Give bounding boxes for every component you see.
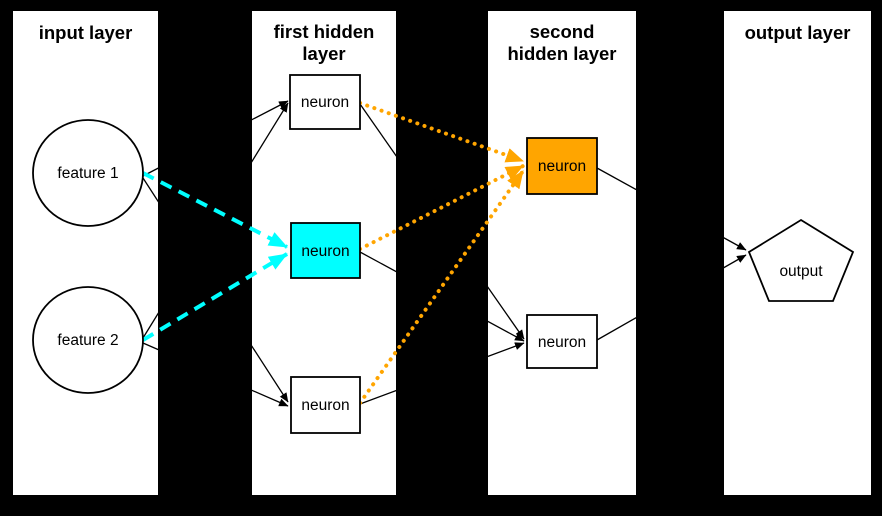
node-hidden1-middle-label: neuron: [301, 243, 349, 260]
panel-second-hidden-layer-title-line2: hidden layer: [508, 43, 617, 64]
node-hidden1-top: neuron: [289, 74, 361, 130]
node-feature1: feature 1: [32, 119, 144, 227]
edge-h2bottom-to-output: [596, 254, 747, 341]
node-feature2-label: feature 2: [57, 332, 118, 349]
edge-feature1-to-h1bottom: [142, 177, 289, 403]
edge-h1bottom-to-h2bottom: [359, 342, 525, 405]
node-hidden1-top-label: neuron: [301, 94, 349, 111]
node-hidden2-top: neuron: [526, 137, 598, 195]
edge-h1top-to-h2bottom: [359, 103, 525, 340]
node-feature1-label: feature 1: [57, 165, 118, 182]
node-hidden1-top-rect: [289, 74, 361, 130]
edge-h1mid-to-h2bottom: [359, 251, 525, 342]
panel-first-hidden-layer-title-line2: layer: [302, 43, 345, 64]
node-output-label: output: [779, 263, 823, 280]
edge-h1top-to-h2top: [358, 101, 525, 163]
node-hidden1-middle: neuron: [290, 222, 361, 279]
node-hidden2-top-rect: [526, 137, 598, 195]
node-hidden2-bottom-rect: [526, 314, 598, 369]
edge-feature2-to-h1mid: [141, 252, 289, 342]
edges-dashed-cyan: [141, 171, 289, 342]
panel-second-hidden-layer-title-line1: second: [530, 21, 595, 42]
edge-h1mid-to-h2top: [358, 164, 525, 251]
node-hidden1-middle-rect: [290, 222, 361, 279]
edge-feature2-to-h1top: [142, 102, 289, 339]
panel-input-layer-rect: [13, 11, 158, 495]
edges-solid-black: [142, 100, 747, 407]
node-hidden1-bottom: neuron: [290, 376, 361, 434]
node-hidden1-bottom-label: neuron: [301, 397, 349, 414]
node-output-pentagon: [747, 218, 855, 302]
panel-input-layer: input layer: [13, 11, 158, 495]
node-hidden2-top-label: neuron: [538, 158, 586, 175]
panel-second-hidden-layer-rect: [488, 11, 636, 495]
edge-feature1-to-h1mid: [142, 171, 288, 249]
edge-h1bottom-to-h2top: [358, 169, 525, 405]
panel-input-layer-title: input layer: [39, 22, 133, 43]
edge-feature2-to-h1bottom: [142, 342, 289, 407]
node-hidden1-bottom-rect: [290, 376, 361, 434]
node-feature2: feature 2: [32, 286, 144, 394]
edge-h2top-to-output: [596, 167, 747, 251]
node-feature2-circle: [32, 286, 144, 394]
edge-feature1-to-h1top: [142, 100, 289, 177]
node-hidden2-bottom-label: neuron: [538, 334, 586, 351]
panel-output-layer-title: output layer: [745, 22, 851, 43]
panel-second-hidden-layer: second hidden layer: [488, 11, 636, 495]
edges-dotted-orange: [358, 101, 525, 405]
node-output: output: [747, 218, 855, 302]
node-hidden2-bottom: neuron: [526, 314, 598, 369]
panel-first-hidden-layer-title-line1: first hidden: [274, 21, 375, 42]
node-feature1-circle: [32, 119, 144, 227]
